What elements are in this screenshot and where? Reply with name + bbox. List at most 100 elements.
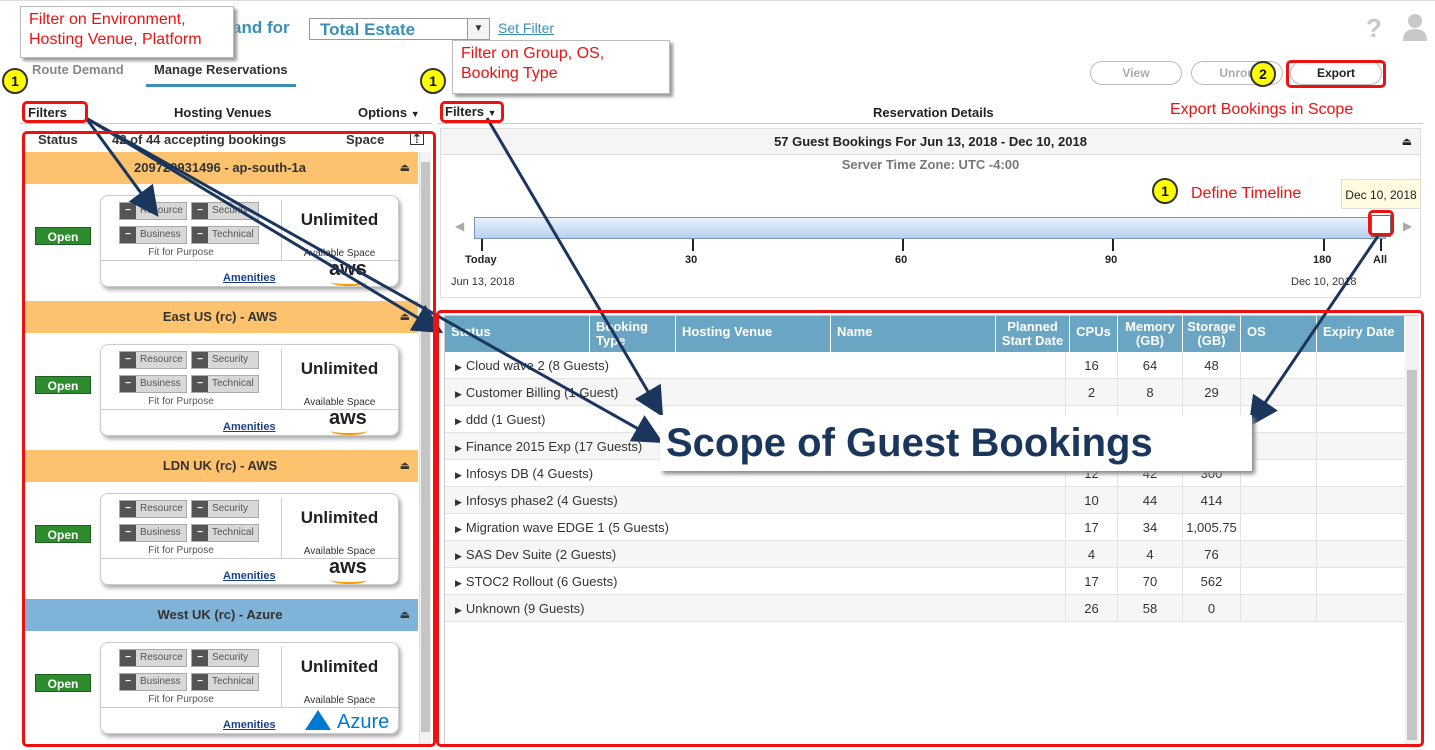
collapse-icon[interactable]: ⏏ [399, 609, 410, 621]
hosting-venues-header: Filters Hosting Venues Options ▼ [20, 100, 432, 124]
tick-label-60[interactable]: 60 [895, 254, 908, 266]
tick-label-180[interactable]: 180 [1313, 254, 1332, 266]
column-expiry-date[interactable]: Expiry Date [1317, 316, 1405, 352]
grid-header: Status Booking Type Hosting Venue Name P… [445, 316, 1405, 352]
group-cell[interactable]: ▶STOC2 Rollout (6 Guests) [445, 568, 1066, 595]
column-memory[interactable]: Memory (GB) [1118, 316, 1183, 352]
open-status-button[interactable]: Open [35, 525, 91, 543]
fit-chip-technical[interactable]: −Technical [191, 673, 259, 691]
amenities-link[interactable]: Amenities [223, 570, 276, 582]
options-menu[interactable]: Options ▼ [358, 105, 420, 120]
open-status-button[interactable]: Open [35, 674, 91, 692]
group-cell[interactable]: ▶Cloud wave 2 (8 Guests) [445, 352, 1066, 379]
reservation-filters-menu[interactable]: Filters ▼ [445, 104, 497, 119]
fit-chip-technical[interactable]: −Technical [191, 524, 259, 542]
venue-card: LDN UK (rc) - AWS ⏏ Open −Resource −Secu… [22, 450, 418, 596]
amenities-link[interactable]: Amenities [223, 719, 276, 731]
amenities-link[interactable]: Amenities [223, 421, 276, 433]
expand-icon[interactable]: ▶ [455, 470, 462, 480]
fit-chip-business[interactable]: −Business [119, 524, 187, 542]
expand-icon[interactable]: ▶ [455, 389, 462, 399]
group-cell[interactable]: ▶Infosys DB (4 Guests) [445, 460, 1066, 487]
view-button[interactable]: View [1090, 61, 1182, 85]
tick-label-today[interactable]: Today [465, 254, 497, 266]
aws-logo: aws [329, 258, 367, 286]
chevron-left-icon[interactable]: ◀ [455, 219, 465, 233]
grid-scrollbar[interactable] [1405, 316, 1419, 744]
collapse-icon[interactable]: ⏏ [399, 311, 410, 323]
group-cell[interactable]: ▶Migration wave EDGE 1 (5 Guests) [445, 514, 1066, 541]
venue-filters-menu[interactable]: Filters [28, 105, 68, 120]
fit-chip-resource[interactable]: −Resource [119, 351, 187, 369]
group-cell[interactable]: ▶Infosys phase2 (4 Guests) [445, 487, 1066, 514]
tick-label-30[interactable]: 30 [685, 254, 698, 266]
fit-chip-resource[interactable]: −Resource [119, 500, 187, 518]
fit-chip-business[interactable]: −Business [119, 673, 187, 691]
chevron-down-icon[interactable]: ▼ [467, 19, 489, 39]
fit-chip-security[interactable]: −Security [191, 649, 259, 667]
expand-icon[interactable]: ▶ [455, 578, 462, 588]
expand-icon[interactable]: ▶ [455, 362, 462, 372]
timeline-title[interactable]: 57 Guest Bookings For Jun 13, 2018 - Dec… [441, 129, 1420, 155]
collapse-icon[interactable]: ⏏ [1401, 136, 1412, 148]
scrollbar-thumb[interactable] [1407, 370, 1417, 740]
timeline-note: Define Timeline [1191, 185, 1302, 202]
venue-header[interactable]: West UK (rc) - Azure ⏏ [22, 599, 418, 631]
tick-label-all[interactable]: All [1373, 254, 1388, 266]
column-planned-start-date[interactable]: Planned Start Date [996, 316, 1070, 352]
timeline-tick [1323, 239, 1325, 251]
azure-icon [305, 710, 331, 730]
collapse-icon[interactable]: ⏏ [399, 460, 410, 472]
group-cell[interactable]: ▶Unknown (9 Guests) [445, 595, 1066, 622]
expand-icon[interactable]: ▶ [455, 497, 462, 507]
open-status-button[interactable]: Open [35, 376, 91, 394]
expand-icon[interactable]: ▶ [455, 443, 462, 453]
venue-header[interactable]: East US (rc) - AWS ⏏ [22, 301, 418, 333]
set-filter-link[interactable]: Set Filter [498, 20, 555, 36]
user-icon[interactable] [1402, 13, 1428, 41]
expand-icon[interactable]: ▶ [455, 605, 462, 615]
memory-cell: 70 [1118, 568, 1183, 595]
column-os[interactable]: OS [1241, 316, 1317, 352]
fit-chip-resource[interactable]: −Resource [119, 649, 187, 667]
help-icon[interactable]: ? [1366, 13, 1382, 43]
venue-list-scrollbar[interactable] [419, 152, 431, 744]
venue-list[interactable]: 209720931496 - ap-south-1a ⏏ Open −Resou… [22, 152, 418, 744]
fit-chip-business[interactable]: −Business [119, 226, 187, 244]
estate-select[interactable]: Total Estate ▼ [309, 18, 490, 40]
venue-header[interactable]: LDN UK (rc) - AWS ⏏ [22, 450, 418, 482]
fit-chip-security[interactable]: −Security [191, 351, 259, 369]
tab-route-demand[interactable]: Route Demand [32, 62, 124, 77]
scrollbar-thumb[interactable] [421, 162, 430, 732]
timeline-end-handle[interactable] [1371, 215, 1391, 237]
fit-chip-business[interactable]: −Business [119, 375, 187, 393]
expand-icon[interactable]: ▶ [455, 551, 462, 561]
tick-label-90[interactable]: 90 [1105, 254, 1118, 266]
memory-cell: 64 [1118, 352, 1183, 379]
fit-chip-security[interactable]: −Security [191, 500, 259, 518]
chevron-right-icon[interactable]: ▶ [1403, 219, 1413, 233]
amenities-link[interactable]: Amenities [223, 272, 276, 284]
expand-icon[interactable]: ▶ [455, 416, 462, 426]
column-hosting-venue[interactable]: Hosting Venue [676, 316, 831, 352]
group-cell[interactable]: ▶SAS Dev Suite (2 Guests) [445, 541, 1066, 568]
range-start-date: Jun 13, 2018 [451, 276, 515, 288]
tab-manage-reservations[interactable]: Manage Reservations [154, 62, 288, 77]
fit-chip-technical[interactable]: −Technical [191, 375, 259, 393]
expand-icon[interactable]: ▶ [455, 524, 462, 534]
step-badge-1: 1 [1152, 178, 1178, 204]
fit-chip-technical[interactable]: −Technical [191, 226, 259, 244]
column-name[interactable]: Name [831, 316, 996, 352]
column-cpus[interactable]: CPUs [1070, 316, 1118, 352]
open-status-button[interactable]: Open [35, 227, 91, 245]
column-storage[interactable]: Storage (GB) [1183, 316, 1241, 352]
collapse-icon[interactable]: ⏏ [399, 162, 410, 174]
export-button[interactable]: Export [1290, 61, 1382, 85]
